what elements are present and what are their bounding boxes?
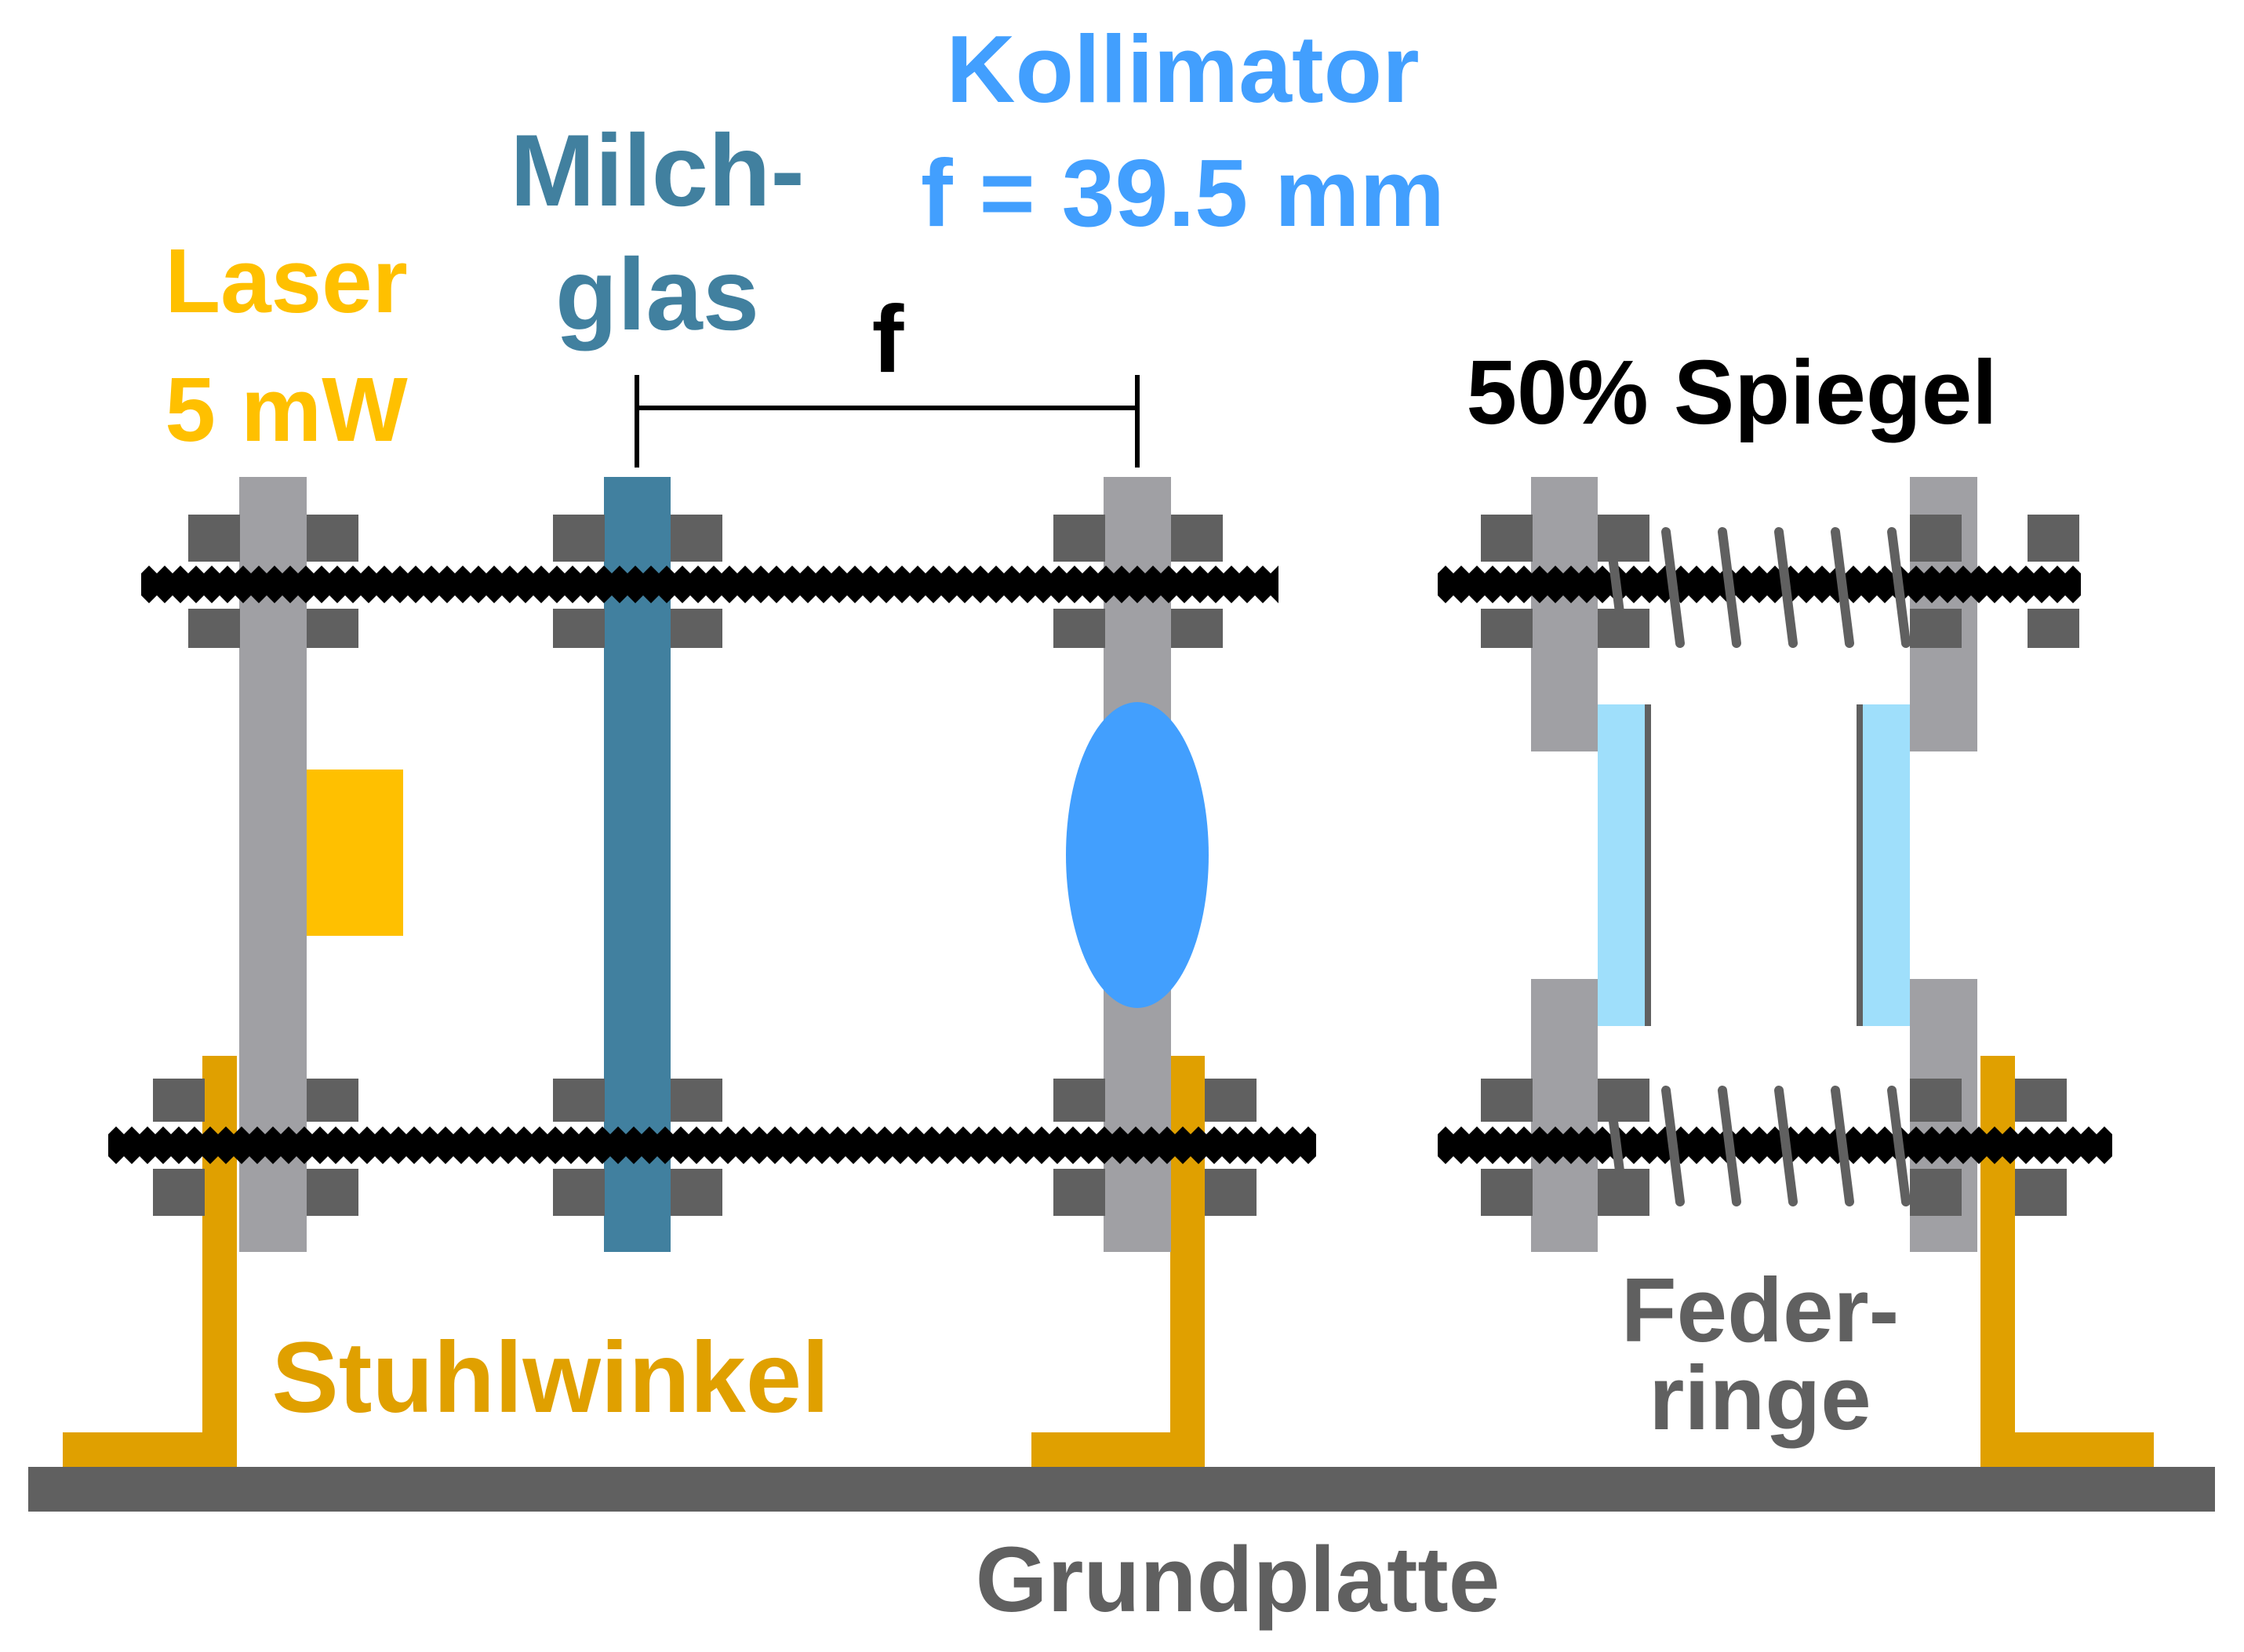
milchglas-label-line1: Milch- bbox=[510, 113, 805, 227]
kollimator-nut-bot-c bbox=[1053, 1169, 1105, 1216]
kollimator-nut-top-d bbox=[1171, 609, 1223, 648]
federringe-label-line2: ringe bbox=[1649, 1347, 1871, 1449]
spiegel-right-nut-bot-c bbox=[1910, 1169, 1962, 1216]
kollimator-lens bbox=[1066, 702, 1209, 1008]
milchglas-label-line2: glas bbox=[555, 237, 759, 351]
threaded-rod-bottom-right bbox=[1438, 1126, 2112, 1164]
milchglas-nut-bot-d bbox=[671, 1169, 722, 1216]
spring-top-coil-6 bbox=[1887, 527, 1911, 648]
threaded-rod-top-left bbox=[141, 566, 1278, 603]
laser-nut-bot-b bbox=[307, 1079, 358, 1122]
spring-top-coil-1 bbox=[1605, 527, 1628, 648]
threaded-rod-bottom-left bbox=[108, 1126, 1316, 1164]
spring-top-coil-4 bbox=[1774, 527, 1798, 648]
laser-mount bbox=[239, 477, 403, 1252]
spiegel-left-nut-bot-a bbox=[1481, 1079, 1533, 1122]
laser-nut-top-b bbox=[307, 515, 358, 562]
spiegel-left-nut-bot-c bbox=[1481, 1169, 1533, 1216]
milchglas-nut-bot-c bbox=[553, 1169, 605, 1216]
milchglas-nut-bot-a bbox=[553, 1079, 605, 1122]
spring-bottom-coil-2 bbox=[1661, 1086, 1685, 1206]
kollimator-nut-bot-b bbox=[1205, 1079, 1257, 1122]
laser-nut-bot-a bbox=[153, 1079, 205, 1122]
spring-bottom-coil-1 bbox=[1605, 1086, 1628, 1206]
laser-nut-top-d bbox=[307, 609, 358, 648]
laser-label-line2: 5 mW bbox=[165, 358, 408, 460]
spring-top-coil-3 bbox=[1718, 527, 1741, 648]
spiegel-right-nut-top-a bbox=[1910, 515, 1962, 562]
federringe-label-line1: Feder- bbox=[1621, 1259, 1900, 1361]
spiegel-mount-left bbox=[1531, 477, 1651, 1252]
stuhlwinkel-label: Stuhlwinkel bbox=[271, 1322, 829, 1434]
spring-bottom-coil-5 bbox=[1831, 1086, 1854, 1206]
laser-nut-top-c bbox=[188, 609, 240, 648]
spiegel-right-nut-bot-b bbox=[2015, 1079, 2067, 1122]
spiegel-label: 50% Spiegel bbox=[1467, 341, 1998, 443]
spiegel-coating-right bbox=[1857, 704, 1863, 1026]
laser-post bbox=[239, 477, 307, 1252]
kollimator-nut-bot-d bbox=[1205, 1169, 1257, 1216]
milchglas-nut-top-b bbox=[671, 515, 722, 562]
threaded-rods bbox=[108, 566, 2112, 1164]
spiegel-right-nut-bot-d bbox=[2015, 1169, 2067, 1216]
spiegel-glass-right bbox=[1863, 704, 1910, 1026]
kollimator-label-line2: f = 39.5 mm bbox=[921, 140, 1445, 246]
kollimator-mount bbox=[1066, 477, 1209, 1252]
spiegel-right-nut-top-b bbox=[2028, 515, 2079, 562]
spiegel-coating-left bbox=[1645, 704, 1651, 1026]
spiegel-left-nut-top-c bbox=[1481, 609, 1533, 648]
laser-head bbox=[307, 770, 403, 936]
spiegel-right-nut-top-d bbox=[2028, 609, 2079, 648]
federringe-springs bbox=[1605, 527, 1911, 1206]
spiegel-right-nut-top-c bbox=[1910, 609, 1962, 648]
milchglas-plate bbox=[604, 477, 671, 1252]
spiegel-left-nut-top-b bbox=[1598, 515, 1649, 562]
kollimator-nut-top-c bbox=[1053, 609, 1105, 648]
milchglas-nut-top-c bbox=[553, 609, 605, 648]
spring-top-coil-2 bbox=[1661, 527, 1685, 648]
laser-nut-bot-d bbox=[307, 1169, 358, 1216]
kollimator-nut-top-a bbox=[1053, 515, 1105, 562]
focal-length-marker bbox=[635, 375, 1140, 468]
spiegel-left-nut-bot-b bbox=[1598, 1079, 1649, 1122]
grundplatte-label: Grundplatte bbox=[976, 1528, 1500, 1632]
spiegel-left-nut-top-a bbox=[1481, 515, 1533, 562]
spring-bottom-coil-3 bbox=[1718, 1086, 1741, 1206]
kollimator-nut-bot-a bbox=[1053, 1079, 1105, 1122]
spring-bottom-coil-6 bbox=[1887, 1086, 1911, 1206]
laser-label-line1: Laser bbox=[165, 230, 408, 332]
kollimator-nut-top-b bbox=[1171, 515, 1223, 562]
milchglas-nut-top-d bbox=[671, 609, 722, 648]
kollimator-label-line1: Kollimator bbox=[946, 16, 1419, 122]
spiegel-glass-left bbox=[1598, 704, 1645, 1026]
milchglas-nut-top-a bbox=[553, 515, 605, 562]
stuhlwinkel-bracket-middle bbox=[1031, 1056, 1205, 1467]
grundplatte-plate bbox=[28, 1467, 2215, 1512]
laser-nut-top-a bbox=[188, 515, 240, 562]
milchglas-nut-bot-b bbox=[671, 1079, 722, 1122]
focal-f-label: f bbox=[872, 286, 904, 392]
spiegel-right-nut-bot-a bbox=[1910, 1079, 1962, 1122]
spring-top-coil-5 bbox=[1831, 527, 1854, 648]
threaded-rod-top-right bbox=[1438, 566, 2081, 603]
stuhlwinkel-bracket-left bbox=[63, 1056, 237, 1467]
stuhlwinkel-bracket-right bbox=[1980, 1056, 2154, 1467]
laser-nut-bot-c bbox=[153, 1169, 205, 1216]
spring-bottom-coil-4 bbox=[1774, 1086, 1798, 1206]
